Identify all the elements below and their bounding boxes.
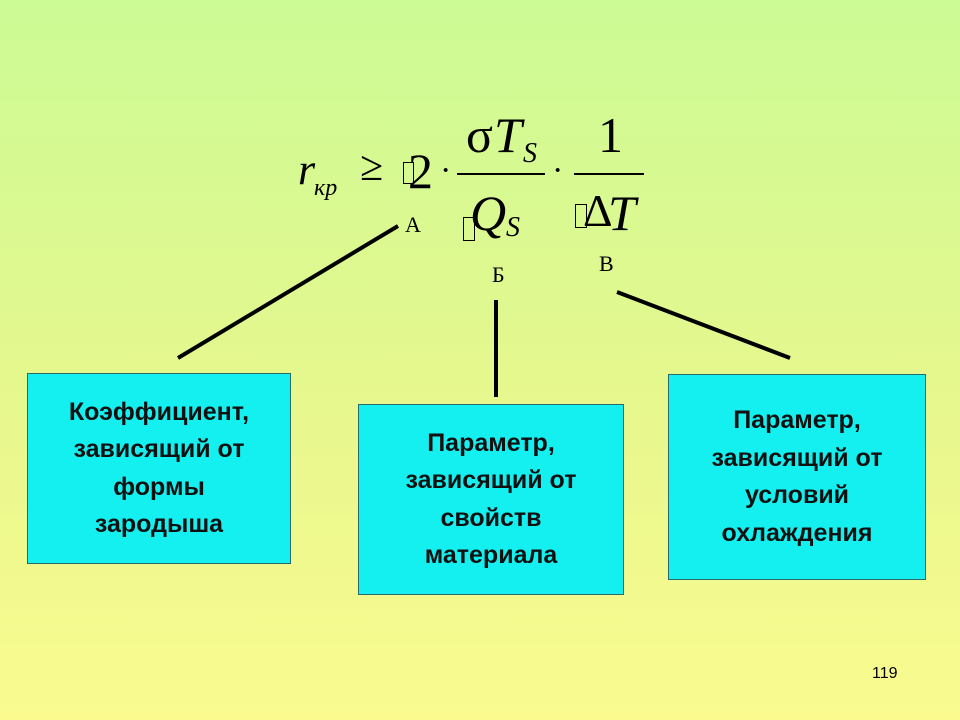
formula: r кр ≥ 2 · σ T S Q S · 1 Δ T: [0, 0, 960, 300]
box-cooling-parameter: Параметр, зависящий от условий охлаждени…: [668, 374, 926, 580]
label-a: А: [405, 212, 421, 237]
formula-coefficient: 2: [408, 143, 433, 199]
missing-glyph-icon: [575, 204, 587, 228]
box-material-parameter: Параметр, зависящий от свойств материала: [358, 404, 624, 595]
box-middle-line-1: Параметр,: [427, 428, 555, 457]
formula-frac2-numerator: 1: [598, 107, 623, 163]
box-right-line-1: Параметр,: [733, 406, 861, 434]
box-right-line-2: зависящий от: [711, 443, 883, 472]
box-right-line-3: условий: [744, 481, 850, 509]
formula-relation: ≥: [360, 144, 384, 190]
box-left-line-2: зависящий от: [73, 435, 245, 463]
formula-frac1-numerator-subscript: S: [523, 138, 537, 169]
box-left-line-1: Коэффициент,: [68, 397, 250, 426]
formula-dot-2: ·: [552, 152, 564, 189]
formula-frac2-denominator-variable: T: [608, 185, 636, 241]
formula-frac1-denominator-variable: Q: [470, 185, 507, 241]
missing-glyph-icon: [463, 217, 475, 241]
formula-lhs-subscript: кр: [314, 175, 338, 201]
label-b: Б: [492, 262, 505, 287]
formula-sigma: σ: [466, 107, 493, 163]
formula-delta: Δ: [583, 185, 613, 236]
connector-line-a: [176, 224, 400, 360]
box-left-line-3: формы: [113, 472, 205, 501]
formula-fraction-bar-1: [457, 173, 545, 175]
page-number: 119: [872, 665, 898, 682]
box-right-line-4: охлаждения: [721, 518, 873, 547]
formula-fraction-bar-2: [574, 173, 644, 175]
box-shape-coefficient: Коэффициент, зависящий от формы зародыша: [27, 373, 291, 564]
connector-line-v: [616, 290, 791, 360]
box-middle-line-2: зависящий от: [405, 466, 577, 494]
missing-glyph-icon: [403, 162, 414, 184]
formula-frac1-denominator-subscript: S: [506, 212, 520, 243]
formula-lhs-variable: r: [298, 145, 316, 194]
formula-dot: ·: [440, 152, 452, 189]
box-middle-line-3: свойств: [440, 503, 542, 532]
label-v: В: [599, 251, 614, 276]
box-left-line-4: зародыша: [94, 510, 224, 538]
box-middle-line-4: материала: [424, 541, 558, 569]
formula-frac1-numerator-variable: T: [494, 107, 522, 163]
